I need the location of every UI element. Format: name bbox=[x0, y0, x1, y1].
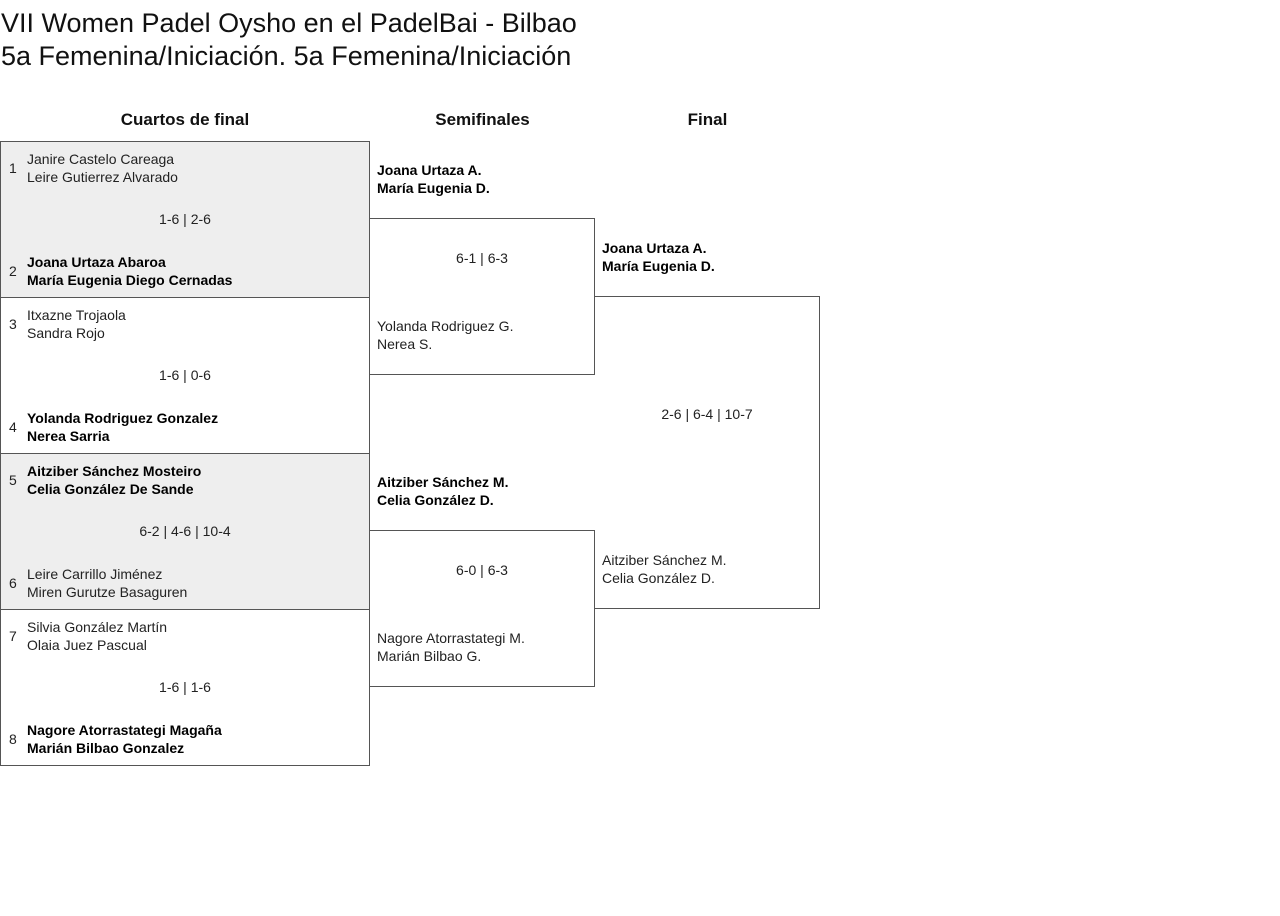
seed-number: 5 bbox=[9, 472, 17, 488]
match-score: 2-6 | 6-4 | 10-7 bbox=[661, 406, 753, 422]
round-header-semifinals: Semifinales bbox=[435, 110, 530, 129]
sf2-winner: Aitziber Sánchez M.Celia González D. bbox=[377, 474, 509, 508]
seed-number: 8 bbox=[9, 731, 17, 747]
semifinal-match-2[interactable]: 6-0 | 6-3 Nagore Atorrastategi M.Marián … bbox=[370, 530, 595, 687]
match-score: 1-6 | 0-6 bbox=[159, 367, 211, 383]
seed-number: 6 bbox=[9, 575, 17, 591]
sf2-loser: Nagore Atorrastategi M.Marián Bilbao G. bbox=[377, 630, 525, 664]
seed-number: 7 bbox=[9, 628, 17, 644]
round-header-quarterfinals: Cuartos de final bbox=[120, 110, 250, 129]
match-score: 1-6 | 2-6 bbox=[159, 211, 211, 227]
final-match[interactable]: 2-6 | 6-4 | 10-7 Aitziber Sánchez M.Celi… bbox=[595, 296, 820, 609]
round-header-final: Final bbox=[687, 110, 728, 129]
sf1-winner: Joana Urtaza A.María Eugenia D. bbox=[377, 162, 490, 196]
match-score: 6-2 | 4-6 | 10-4 bbox=[139, 523, 231, 539]
match-score: 6-1 | 6-3 bbox=[456, 250, 508, 266]
match-score: 1-6 | 1-6 bbox=[159, 679, 211, 695]
seed-number: 1 bbox=[9, 160, 17, 176]
tournament-title: VII Women Padel Oysho en el PadelBai - B… bbox=[1, 8, 577, 38]
seed-number: 4 bbox=[9, 419, 17, 435]
match-score: 6-0 | 6-3 bbox=[456, 562, 508, 578]
final-runner-up: Aitziber Sánchez M.Celia González D. bbox=[602, 552, 727, 586]
semifinal-match-1[interactable]: 6-1 | 6-3 Yolanda Rodriguez G.Nerea S. bbox=[370, 218, 595, 375]
seed-number: 2 bbox=[9, 263, 17, 279]
seed-number: 3 bbox=[9, 316, 17, 332]
sf1-loser: Yolanda Rodriguez G.Nerea S. bbox=[377, 318, 514, 352]
final-winner: Joana Urtaza A.María Eugenia D. bbox=[602, 240, 715, 274]
category-title: 5a Femenina/Iniciación. 5a Femenina/Inic… bbox=[1, 41, 572, 71]
